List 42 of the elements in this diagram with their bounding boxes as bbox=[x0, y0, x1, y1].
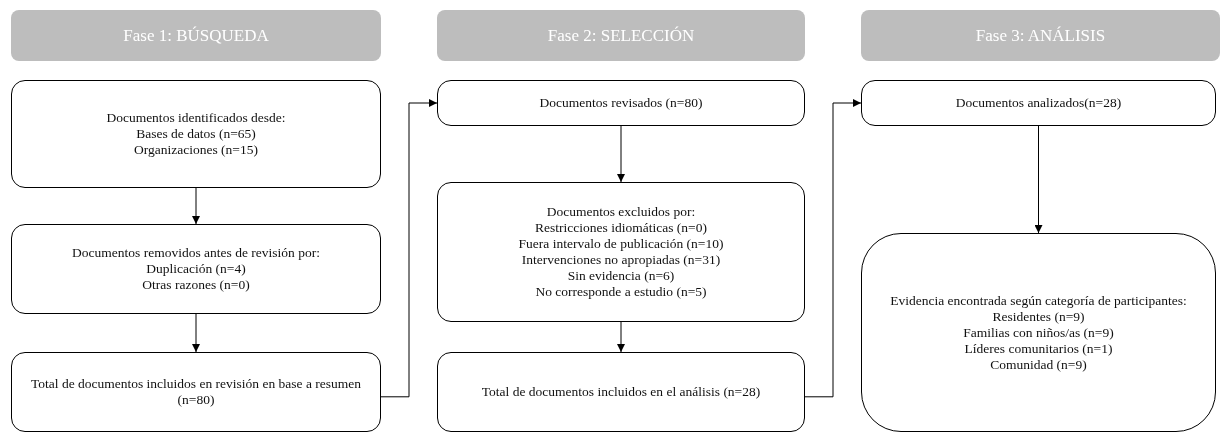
process-box bbox=[437, 352, 805, 432]
box-text: Evidencia encontrada según categoría de participantes: bbox=[890, 292, 1187, 309]
box-text: Otras razones (n=0) bbox=[142, 277, 250, 293]
box-text: Total de documentos incluidos en revisión en base a resumen (n=80) bbox=[29, 376, 363, 408]
box-text: Residentes (n=9) bbox=[992, 308, 1085, 325]
box-text: Fase 3: ANÁLISIS bbox=[975, 27, 1106, 44]
box-text: Sin evidencia (n=6) bbox=[567, 268, 675, 284]
box-text: Documentos identificados desde: bbox=[106, 110, 286, 126]
process-box bbox=[11, 352, 381, 432]
phase-header bbox=[437, 10, 805, 61]
box-text: Líderes comunitarios (n=1) bbox=[964, 340, 1113, 357]
box-text: Familias con niños/as (n=9) bbox=[963, 324, 1114, 341]
box-text: Bases de datos (n=65) bbox=[136, 126, 256, 142]
box-text: Documentos revisados (n=80) bbox=[539, 95, 703, 111]
process-box bbox=[437, 80, 805, 126]
arrow bbox=[192, 187, 200, 225]
box-text: Comunidad (n=9) bbox=[990, 356, 1087, 373]
box-text: Fase 1: BÚSQUEDA bbox=[123, 27, 269, 44]
box-text: No corresponde a estudio (n=5) bbox=[535, 284, 707, 300]
process-box bbox=[437, 182, 805, 322]
arrow bbox=[380, 99, 438, 398]
box-text: Duplicación (n=4) bbox=[146, 261, 246, 277]
process-box bbox=[11, 224, 381, 314]
process-box bbox=[861, 233, 1216, 432]
box-text: Documentos removidos antes de revisión por: bbox=[72, 245, 320, 261]
process-box bbox=[861, 80, 1216, 126]
box-text: Intervenciones no apropiadas (n=31) bbox=[521, 252, 721, 268]
arrow bbox=[617, 321, 625, 353]
box-text: Documentos excluidos por: bbox=[546, 204, 696, 220]
box-text: Restricciones idiomáticas (n=0) bbox=[535, 220, 707, 236]
phase-header bbox=[11, 10, 381, 61]
arrow bbox=[617, 125, 625, 183]
arrow bbox=[804, 99, 862, 398]
arrow bbox=[1034, 125, 1043, 234]
box-text: Organizaciones (n=15) bbox=[134, 142, 258, 158]
phase-header bbox=[861, 10, 1220, 61]
box-text: Fuera intervalo de publicación (n=10) bbox=[518, 236, 724, 252]
process-box bbox=[11, 80, 381, 188]
arrow bbox=[192, 313, 200, 353]
box-text: Documentos analizados(n=28) bbox=[955, 95, 1122, 111]
box-text: Total de documentos incluidos en el análisis (n=28) bbox=[481, 384, 761, 400]
box-text: Fase 2: SELECCIÓN bbox=[547, 27, 695, 44]
